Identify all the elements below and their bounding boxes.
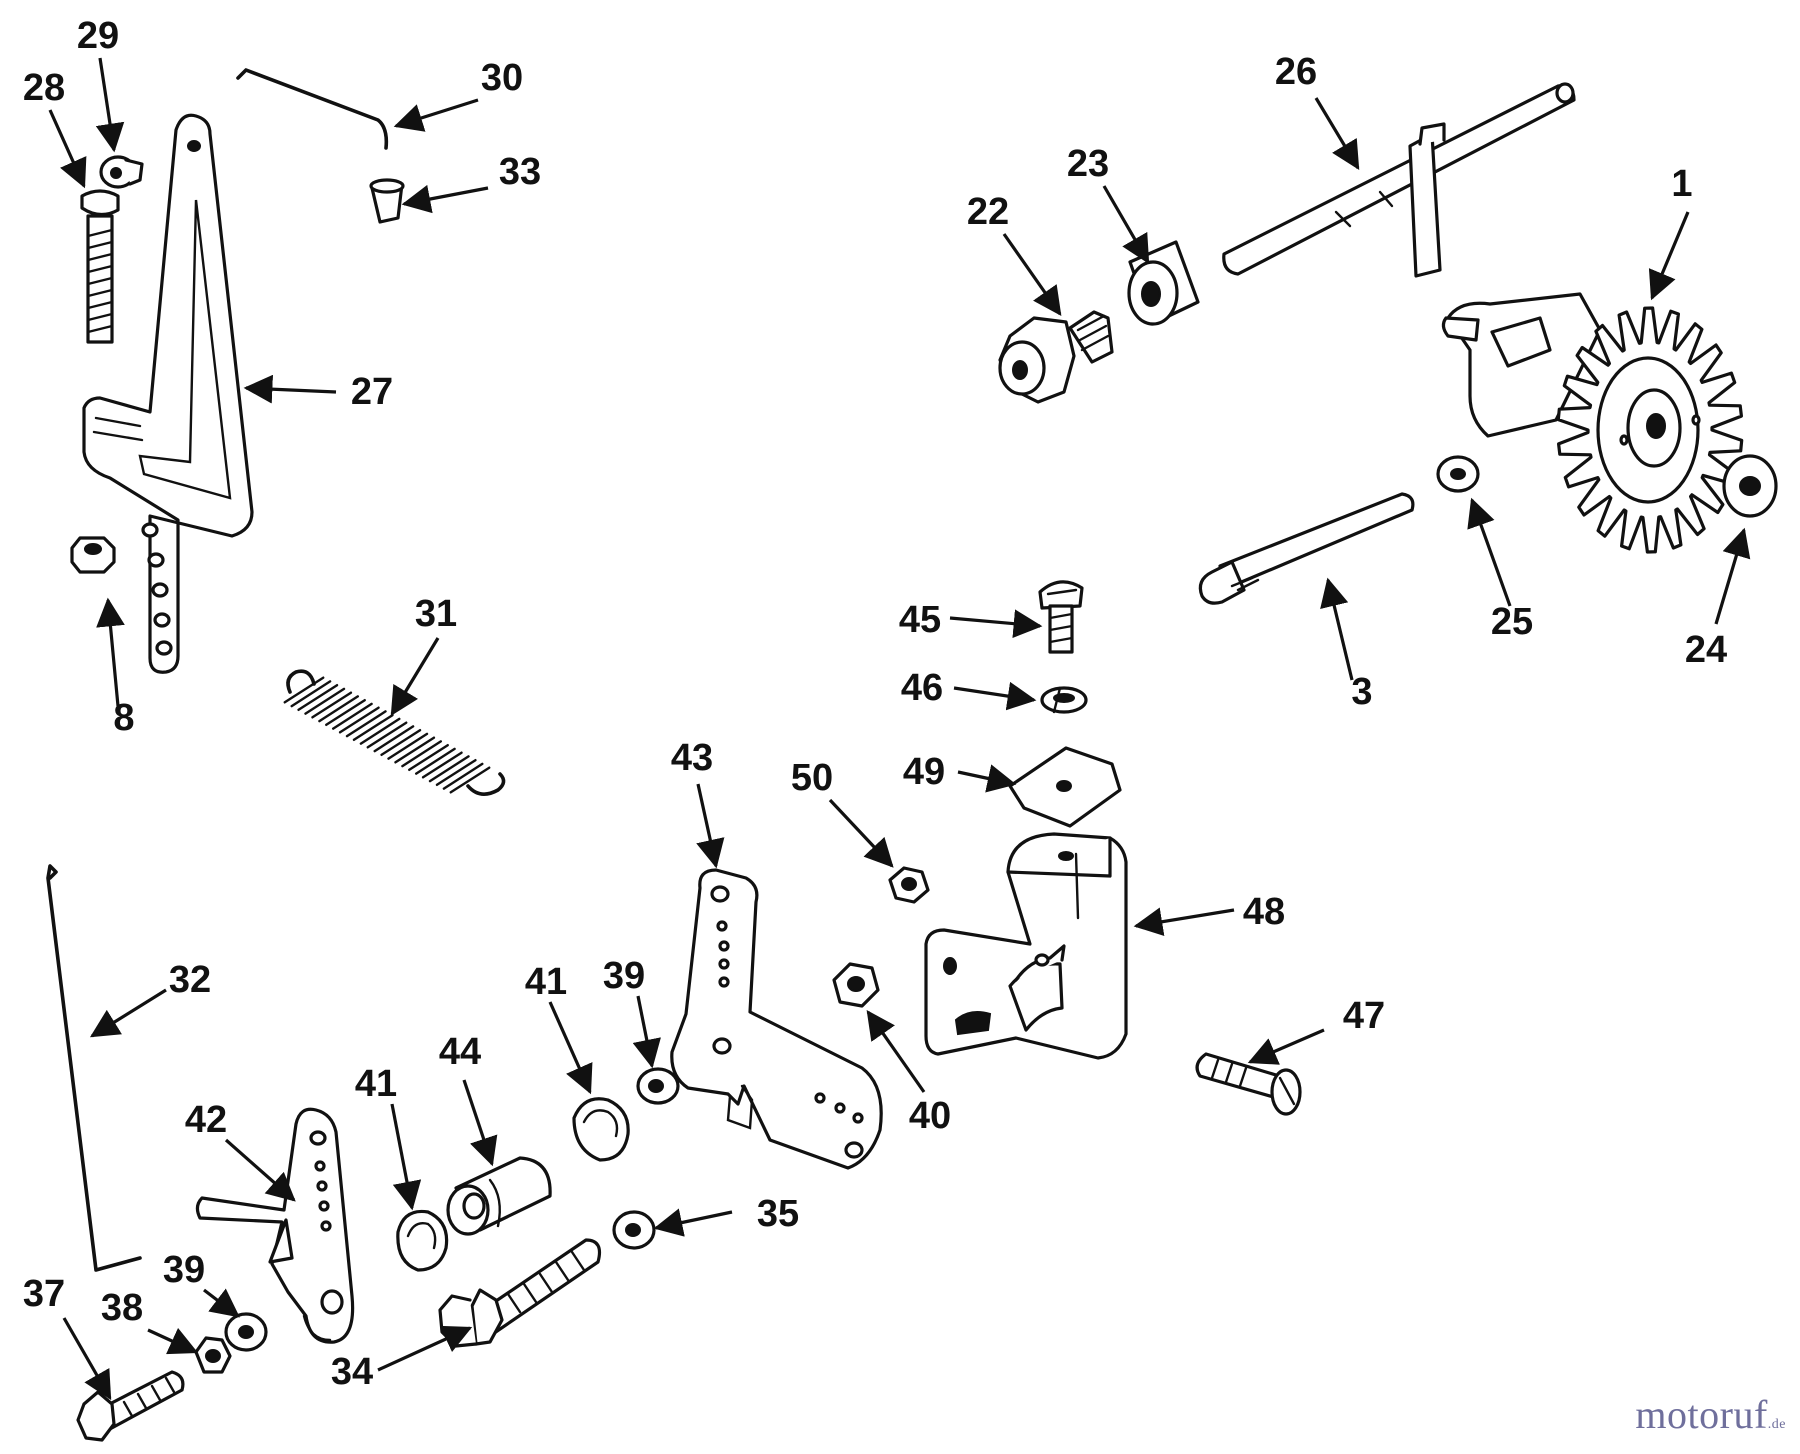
part-40-nut bbox=[832, 962, 880, 1008]
part-number: 25 bbox=[1491, 601, 1533, 643]
part-number: 35 bbox=[757, 1193, 799, 1235]
part-24-washer bbox=[1722, 454, 1778, 518]
part-number: 33 bbox=[499, 151, 541, 193]
part-number: 41 bbox=[525, 961, 567, 1003]
part-number: 46 bbox=[901, 667, 943, 709]
part-1-governor-gear bbox=[1441, 292, 1744, 554]
part-number: 43 bbox=[671, 737, 713, 779]
part-number: 26 bbox=[1275, 51, 1317, 93]
part-23-bushing bbox=[1127, 240, 1200, 326]
part-number: 45 bbox=[899, 599, 941, 641]
part-number: 38 bbox=[101, 1287, 143, 1329]
part-38-nut bbox=[194, 1336, 232, 1374]
part-number: 1 bbox=[1671, 163, 1692, 205]
part-49-clip bbox=[1008, 746, 1122, 828]
part-26-governor-shaft bbox=[1222, 82, 1576, 278]
part-number-labels: 1 3 8 22 23 24 25 26 27 28 29 30 31 32 3… bbox=[23, 15, 1727, 1393]
watermark-text: motoruf bbox=[1635, 1392, 1768, 1437]
part-number: 8 bbox=[113, 697, 134, 739]
part-42-lever bbox=[195, 1107, 355, 1344]
part-number: 24 bbox=[1685, 629, 1727, 671]
part-number: 31 bbox=[415, 593, 457, 635]
part-34-bolt bbox=[438, 1238, 602, 1348]
part-number: 49 bbox=[903, 751, 945, 793]
part-number: 23 bbox=[1067, 143, 1109, 185]
part-8-nut bbox=[70, 536, 116, 574]
part-48-bracket bbox=[924, 832, 1128, 1060]
part-46-lock-washer bbox=[1040, 686, 1088, 714]
part-47-screw bbox=[1195, 1052, 1302, 1116]
part-41-clip-lower bbox=[396, 1209, 449, 1272]
part-39-washer-lower bbox=[224, 1312, 268, 1352]
part-3-long-pin bbox=[1198, 492, 1415, 605]
part-45-screw bbox=[1038, 580, 1084, 654]
part-number: 34 bbox=[331, 1351, 373, 1393]
watermark-suffix: .de bbox=[1767, 1417, 1786, 1432]
part-28-bolt bbox=[80, 189, 120, 344]
part-25-washer bbox=[1436, 455, 1480, 493]
part-50-nut bbox=[888, 866, 930, 904]
part-27-governor-lever bbox=[82, 113, 254, 674]
part-32-long-rod bbox=[46, 864, 142, 1272]
part-29-washer bbox=[99, 155, 144, 189]
part-number: 39 bbox=[163, 1249, 205, 1291]
part-number: 30 bbox=[481, 57, 523, 99]
part-number: 42 bbox=[185, 1099, 227, 1141]
part-number: 39 bbox=[603, 955, 645, 997]
part-number: 22 bbox=[967, 191, 1009, 233]
part-35-washer bbox=[612, 1210, 656, 1250]
part-43-lever bbox=[670, 868, 883, 1170]
part-22-plug bbox=[998, 310, 1114, 404]
part-number: 27 bbox=[351, 371, 393, 413]
part-30-link-rod bbox=[236, 68, 389, 150]
part-number: 47 bbox=[1343, 995, 1385, 1037]
part-number: 32 bbox=[169, 959, 211, 1001]
part-41-clip-upper bbox=[572, 1097, 630, 1162]
part-number: 40 bbox=[909, 1095, 951, 1137]
part-number: 50 bbox=[791, 757, 833, 799]
part-44-bushing bbox=[446, 1156, 552, 1236]
watermark-logo: motoruf.de bbox=[1635, 1391, 1786, 1438]
part-number: 3 bbox=[1351, 671, 1372, 713]
part-number: 37 bbox=[23, 1273, 65, 1315]
part-37-bolt bbox=[76, 1370, 185, 1442]
part-number: 48 bbox=[1243, 891, 1285, 933]
part-31-spring bbox=[283, 669, 506, 796]
part-number: 41 bbox=[355, 1063, 397, 1105]
part-number: 28 bbox=[23, 67, 65, 109]
leader-arrows bbox=[48, 57, 1751, 1401]
part-39-washer-upper bbox=[636, 1067, 680, 1105]
part-number: 44 bbox=[439, 1031, 481, 1073]
part-number: 29 bbox=[77, 15, 119, 57]
part-33-ferrule bbox=[369, 178, 405, 224]
